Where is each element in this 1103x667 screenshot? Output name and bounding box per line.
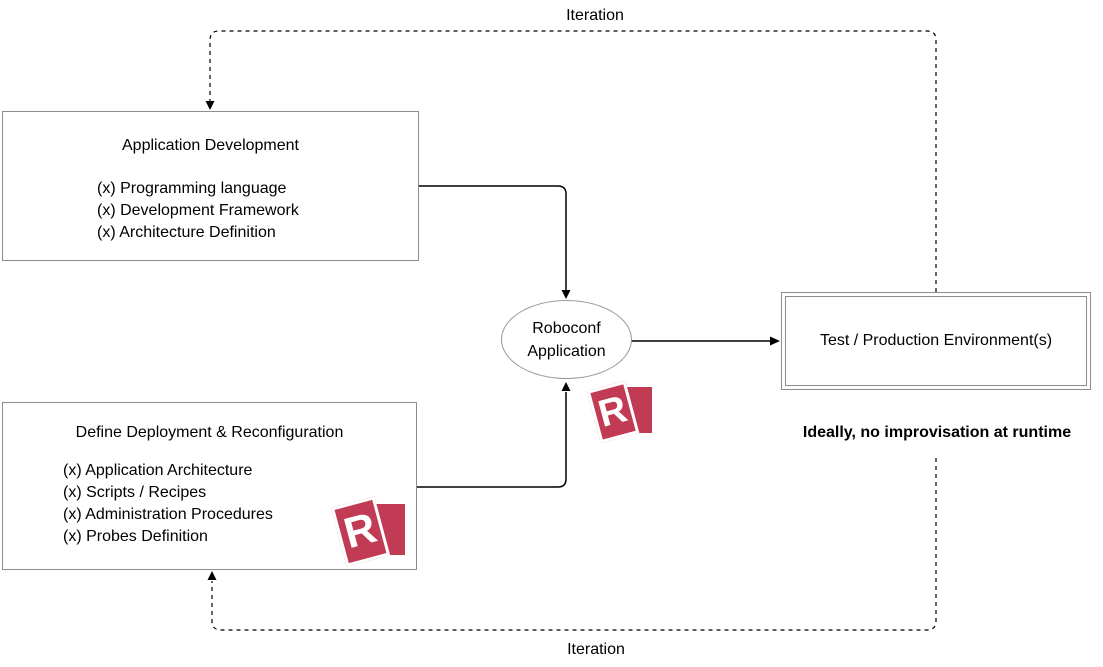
list-item: (x) Scripts / Recipes [63,484,207,501]
arrowhead-right-icon [770,336,780,346]
iteration-label-top: Iteration [566,7,624,24]
iteration-label-bottom: Iteration [567,641,625,658]
arrowhead-up-icon [561,382,571,391]
appdev-to-roboconf-arrow [419,185,567,290]
node-roboconf-application: Roboconf Application [501,300,632,379]
iteration-arrow-bottom [211,458,937,631]
roboconf-logo-letter: R [594,387,632,436]
list-item: (x) Probes Definition [63,528,208,545]
list-item: (x) Development Framework [97,202,299,219]
define-deployment-title: Define Deployment & Reconfiguration [75,424,344,441]
arrowhead-down-icon [205,101,215,110]
roboconf-label-line1: Roboconf [532,319,601,337]
roboconf-logo-icon: R [586,380,652,443]
list-item: (x) Architecture Definition [97,224,276,241]
test-production-environment-title: Test / Production Environment(s) [785,296,1087,386]
iteration-arrow-top [209,30,937,292]
arrowhead-down-icon [561,290,571,299]
application-development-title: Application Development [122,137,299,154]
runtime-note: Ideally, no improvisation at runtime [777,408,1097,458]
list-item: (x) Application Architecture [63,462,253,479]
arrowhead-up-icon [207,571,217,580]
deploy-to-roboconf-arrow [417,392,567,488]
node-test-production-environment: Test / Production Environment(s) [781,292,1091,390]
application-development-list: (x) Programming language (x) Development… [3,178,418,244]
roboconf-label-line2: Application [527,342,606,360]
roboconf-logo-letter: R [339,503,382,559]
list-item: (x) Administration Procedures [63,506,273,523]
list-item: (x) Programming language [97,180,287,197]
node-application-development: Application Development (x) Programming … [2,111,419,261]
roboconf-logo-icon: R [330,496,405,567]
define-deployment-list: (x) Application Architecture (x) Scripts… [3,460,416,548]
